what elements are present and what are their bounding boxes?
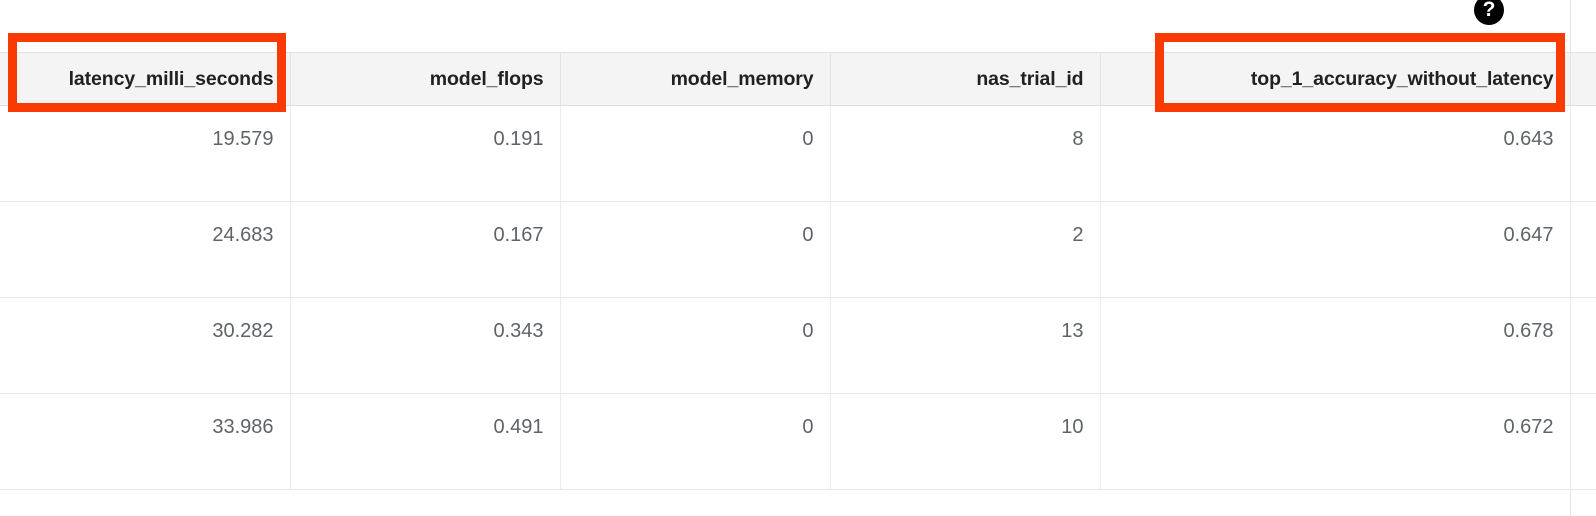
table-top-strip xyxy=(0,0,1596,52)
help-circle-icon[interactable]: ? xyxy=(1474,0,1504,25)
cell-latency-milli-seconds: 24.683 xyxy=(0,201,291,298)
column-header-nas-trial-id[interactable]: nas_trial_id xyxy=(830,52,1101,106)
cell-next-clipped xyxy=(1570,393,1596,490)
table-row[interactable]: 33.986 0.491 0 10 0.672 xyxy=(0,393,1596,490)
cell-nas-trial-id: 2 xyxy=(830,201,1101,298)
cell-model-memory: 0 xyxy=(560,105,831,202)
column-header-next-clipped[interactable] xyxy=(1570,52,1596,106)
table-header-row: latency_milli_seconds model_flops model_… xyxy=(0,52,1596,106)
cell-model-flops: 0.343 xyxy=(290,297,561,394)
cell-nas-trial-id: 10 xyxy=(830,393,1101,490)
cell-next-clipped xyxy=(1570,105,1596,202)
cell-latency-milli-seconds: 19.579 xyxy=(0,105,291,202)
table-row[interactable]: 19.579 0.191 0 8 0.643 xyxy=(0,105,1596,202)
cell-next-clipped xyxy=(1570,297,1596,394)
cell-model-flops: 0.191 xyxy=(290,105,561,202)
cell-model-memory: 0 xyxy=(560,393,831,490)
cell-latency-milli-seconds: 33.986 xyxy=(0,393,291,490)
table-row[interactable]: 24.683 0.167 0 2 0.647 xyxy=(0,201,1596,298)
cell-top-1-accuracy-without-latency: 0.672 xyxy=(1100,393,1571,490)
column-header-model-memory[interactable]: model_memory xyxy=(560,52,831,106)
cell-top-1-accuracy-without-latency: 0.678 xyxy=(1100,297,1571,394)
cell-next-clipped xyxy=(1570,201,1596,298)
cell-top-1-accuracy-without-latency: 0.647 xyxy=(1100,201,1571,298)
nas-results-table: latency_milli_seconds model_flops model_… xyxy=(0,52,1596,490)
table-header: latency_milli_seconds model_flops model_… xyxy=(0,52,1596,106)
cell-nas-trial-id: 13 xyxy=(830,297,1101,394)
cell-model-memory: 0 xyxy=(560,201,831,298)
cell-top-1-accuracy-without-latency: 0.643 xyxy=(1100,105,1571,202)
cell-model-flops: 0.491 xyxy=(290,393,561,490)
column-header-top-1-accuracy-without-latency[interactable]: top_1_accuracy_without_latency xyxy=(1100,52,1571,106)
cell-model-flops: 0.167 xyxy=(290,201,561,298)
cell-latency-milli-seconds: 30.282 xyxy=(0,297,291,394)
table-row[interactable]: 30.282 0.343 0 13 0.678 xyxy=(0,297,1596,394)
cell-model-memory: 0 xyxy=(560,297,831,394)
cell-nas-trial-id: 8 xyxy=(830,105,1101,202)
column-header-model-flops[interactable]: model_flops xyxy=(290,52,561,106)
column-header-latency-milli-seconds[interactable]: latency_milli_seconds xyxy=(0,52,291,106)
table-body: 19.579 0.191 0 8 0.643 24.683 0.167 0 2 … xyxy=(0,105,1596,490)
